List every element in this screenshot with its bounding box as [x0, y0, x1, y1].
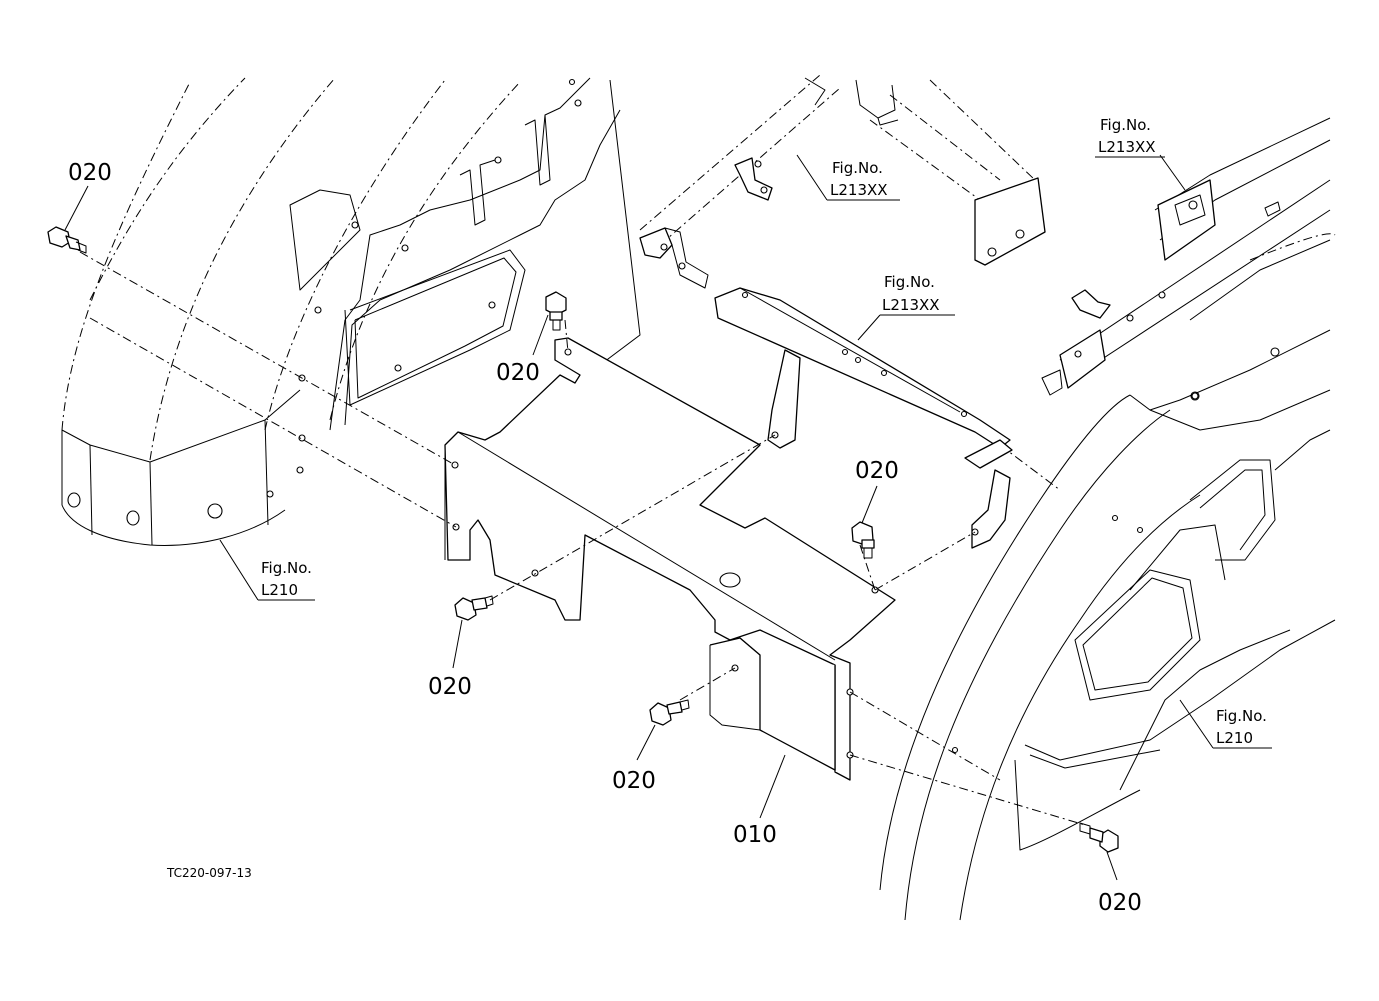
callout-020-lower-mid: 020 [612, 768, 656, 794]
fig-ref-right-line1: Fig.No. [1216, 707, 1267, 725]
callout-020-lower-left: 020 [428, 674, 472, 700]
fig-ref-top-right-line1: Fig.No. [1100, 116, 1151, 134]
fig-ref-top-right-line2: L213XX [1098, 138, 1156, 156]
fig-ref-mid-center-line2: L213XX [882, 296, 940, 314]
fig-ref-top-center-line1: Fig.No. [832, 159, 883, 177]
callout-020-bottom-right: 020 [1098, 890, 1142, 916]
callout-020-center-right: 020 [855, 458, 899, 484]
fig-ref-top-center-line2: L213XX [830, 181, 888, 199]
fig-ref-right-line2: L210 [1216, 729, 1253, 747]
drawing-code: TC220-097-13 [166, 866, 252, 880]
cross-member [714, 287, 1061, 549]
bolt-top-left [47, 226, 87, 254]
callout-020-top-left: 020 [68, 160, 112, 186]
bolt-lower-mid [649, 699, 690, 726]
right-fender [879, 329, 1336, 921]
callout-labels: 020 020 020 020 020 020 010 [68, 160, 1142, 916]
fig-ref-left-line1: Fig.No. [261, 559, 312, 577]
callout-020-upper-mid: 020 [496, 360, 540, 386]
figure-references: Fig.No. L213XX Fig.No. L213XX Fig.No. L2… [261, 116, 1267, 747]
centerlines [79, 251, 1086, 826]
bolt-lower-left [454, 595, 494, 621]
callout-010: 010 [733, 822, 777, 848]
bracket-010 [444, 337, 896, 781]
bolt-upper-mid [545, 291, 567, 331]
right-frame [1041, 117, 1336, 401]
leaders [64, 154, 1272, 881]
bolt-bottom-right [1079, 822, 1119, 853]
bolt-center-right [851, 521, 875, 559]
upper-frame [639, 74, 1046, 289]
fig-ref-mid-center-line1: Fig.No. [884, 273, 935, 291]
fig-ref-left-line2: L210 [261, 581, 298, 599]
